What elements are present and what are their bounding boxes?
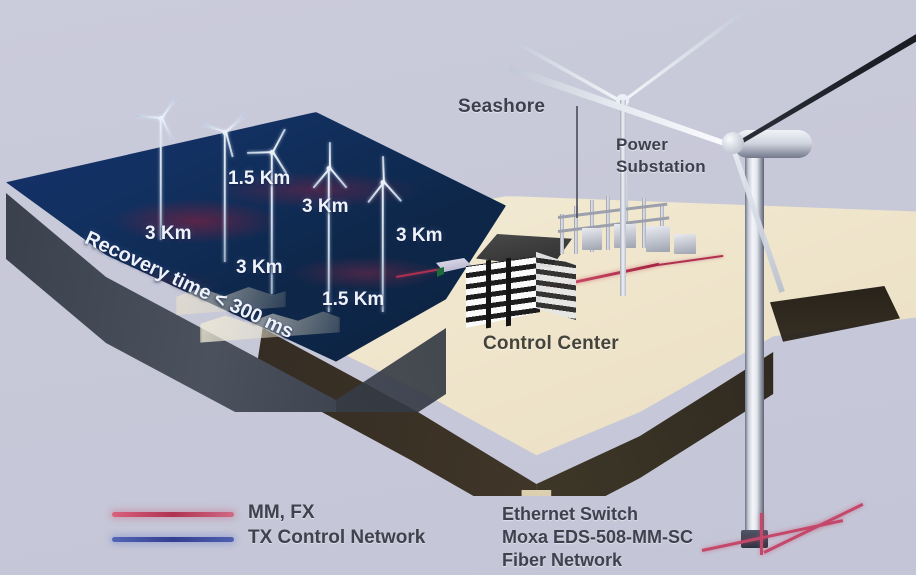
turbine-blade-icon bbox=[161, 117, 174, 142]
turbine-mast bbox=[159, 118, 163, 240]
substation-transformer bbox=[674, 234, 696, 254]
substation-transformer bbox=[582, 228, 602, 250]
substation-pylon bbox=[642, 198, 646, 248]
power-substation-label-line1: Power bbox=[616, 135, 669, 154]
seashore-leader-line bbox=[576, 106, 578, 218]
substation-pylon bbox=[560, 214, 564, 254]
distance-label: 3 Km bbox=[236, 257, 283, 278]
seashore-label: Seashore bbox=[458, 96, 546, 117]
offshore-turbine bbox=[135, 96, 178, 240]
distance-label: 1.5 Km bbox=[322, 289, 385, 310]
control-center-building bbox=[466, 234, 586, 334]
control-center-label: Control Center bbox=[483, 333, 619, 354]
ethernet-switch-device bbox=[436, 258, 472, 280]
offshore-turbine bbox=[200, 113, 246, 262]
fiber-line-vertical bbox=[760, 513, 763, 555]
building-facade-front bbox=[466, 256, 540, 328]
onshore-turbine-foreground bbox=[690, 30, 916, 550]
substation-transformer bbox=[646, 226, 670, 252]
turbine-blade-icon bbox=[225, 131, 234, 158]
turbine-mast bbox=[270, 152, 274, 294]
building-pillar bbox=[506, 257, 511, 327]
turbine-mast bbox=[381, 182, 385, 312]
turbine-mast bbox=[327, 168, 331, 312]
distance-label: 3 Km bbox=[302, 196, 349, 217]
offshore-turbine bbox=[312, 142, 348, 312]
turbine-blade-icon bbox=[329, 142, 331, 168]
switch-status-led bbox=[437, 267, 444, 277]
turbine-mast bbox=[223, 132, 227, 262]
distance-label: 3 Km bbox=[145, 223, 192, 244]
distance-label: 1.5 Km bbox=[228, 168, 291, 189]
power-substation-label-line2: Substation bbox=[616, 157, 706, 176]
offshore-turbine bbox=[246, 128, 288, 294]
power-substation-structure bbox=[554, 192, 704, 262]
turbine-hub-icon bbox=[722, 132, 744, 154]
offshore-turbine bbox=[367, 155, 403, 312]
building-pillar bbox=[486, 259, 491, 329]
power-substation-label: Power Substation bbox=[616, 134, 706, 178]
turbine-tower bbox=[745, 142, 764, 542]
distance-label: 3 Km bbox=[396, 225, 443, 246]
building-facade-side bbox=[536, 251, 576, 320]
land-front-corner bbox=[521, 490, 552, 496]
turbine-mast bbox=[620, 100, 626, 296]
turbine-nacelle bbox=[734, 130, 812, 158]
